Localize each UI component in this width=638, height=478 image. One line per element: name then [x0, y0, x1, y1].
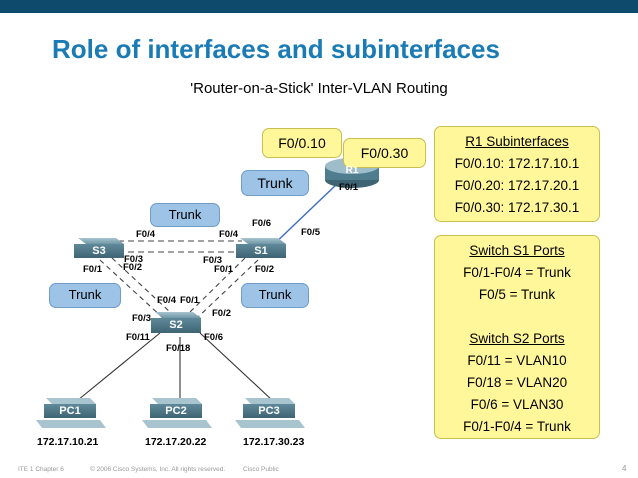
footer-copyright: © 2006 Cisco Systems, Inc. All rights re… — [90, 466, 226, 473]
port-assignment-line: F0/11 = VLAN10 — [467, 353, 567, 368]
port-label: F0/2 — [255, 264, 275, 275]
pc1-icon[interactable] — [36, 398, 106, 428]
port-label: F0/1 — [339, 182, 359, 193]
links-s1-s2 — [189, 257, 259, 319]
callout-label: F0/0.10 — [278, 135, 326, 151]
top-banner — [0, 0, 638, 13]
switch-s3-icon[interactable] — [74, 238, 124, 258]
port-label: F0/6 — [252, 218, 272, 229]
port-label: F0/3 — [124, 254, 144, 265]
switch-s2-icon[interactable] — [151, 312, 201, 333]
port-assignment-line: F0/1-F0/4 = Trunk — [463, 265, 571, 280]
port-label: F0/3 — [132, 313, 152, 324]
slide-title: Role of interfaces and subinterfaces — [52, 34, 500, 64]
r1-subinterfaces-box: R1 Subinterfaces F0/0.10: 172.17.10.1 F0… — [434, 126, 600, 222]
pc2-label: PC2 — [165, 405, 187, 417]
port-assignment-line: F0/5 = Trunk — [478, 287, 556, 302]
callout-label: Trunk — [257, 175, 293, 191]
pc1-label: PC1 — [59, 405, 81, 417]
router-r1-label: R1 — [345, 165, 359, 176]
spacer — [435, 306, 599, 328]
slide-subtitle: 'Router-on-a-Stick' Inter-VLAN Routing — [190, 80, 448, 97]
callout-label: F0/0.30 — [360, 145, 409, 161]
footer-classification: Cisco Public — [243, 466, 279, 473]
subinterface-f0-0-10-callout: F0/0.10 — [262, 128, 342, 158]
port-label: F0/4 — [219, 229, 239, 240]
footer-course-label: ITE 1 Chapter 6 — [18, 466, 64, 473]
pc2-ip-address: 172.17.20.22 — [145, 436, 207, 448]
pc3-label: PC3 — [258, 405, 280, 417]
port-label: F0/11 — [126, 332, 150, 343]
subinterface-line: F0/0.10: 172.17.10.1 — [454, 156, 580, 171]
port-assignment-line: F0/18 = VLAN20 — [466, 375, 568, 390]
switch-s3-label: S3 — [92, 245, 106, 257]
port-assignment-line: F0/6 = VLAN30 — [470, 397, 564, 412]
trunk-callout-r1: Trunk — [241, 170, 309, 196]
pc2-icon[interactable] — [142, 398, 212, 428]
port-label: F0/18 — [166, 343, 191, 354]
router-r1-icon[interactable] — [325, 158, 379, 188]
trunk-callout-s3-s1: Trunk — [150, 203, 220, 227]
subinterface-line: F0/0.30: 172.17.30.1 — [454, 200, 580, 215]
switch-s1-ports-heading: Switch S1 Ports — [469, 243, 565, 258]
switch-s2-ports-heading: Switch S2 Ports — [469, 331, 565, 346]
trunk-callout-s1-s2: Trunk — [241, 283, 309, 308]
port-label: F0/1 — [214, 264, 234, 275]
pc3-icon[interactable] — [235, 398, 305, 428]
port-label: F0/5 — [301, 227, 321, 238]
port-label: F0/4 — [157, 295, 177, 306]
pc3-ip-address: 172.17.30.23 — [243, 436, 305, 448]
port-assignment-line: F0/1-F0/4 = Trunk — [463, 419, 571, 434]
callout-label: Trunk — [68, 287, 102, 302]
port-label: F0/6 — [204, 332, 224, 343]
switch-ports-box: Switch S1 Ports F0/1-F0/4 = Trunk F0/5 =… — [434, 235, 600, 439]
links-s2-pcs — [77, 332, 273, 401]
r1-subinterfaces-heading: R1 Subinterfaces — [465, 134, 569, 149]
port-label: F0/1 — [180, 295, 200, 306]
switch-s1-label: S1 — [254, 245, 268, 257]
subinterface-f0-0-30-callout: F0/0.30 — [343, 138, 426, 168]
trunk-callout-s3-s2: Trunk — [49, 283, 121, 308]
switch-s2-label: S2 — [169, 319, 183, 331]
callout-label: Trunk — [168, 207, 202, 222]
port-label: F0/2 — [123, 262, 143, 273]
link-r1-s1 — [269, 182, 339, 249]
slide-page-number: 4 — [622, 464, 627, 473]
port-label: F0/3 — [203, 255, 223, 266]
port-label: F0/4 — [136, 229, 156, 240]
pc1-ip-address: 172.17.10.21 — [37, 436, 99, 448]
switch-s1-icon[interactable] — [236, 238, 286, 258]
links-s3-s2 — [99, 257, 171, 319]
subinterface-line: F0/0.20: 172.17.20.1 — [454, 178, 580, 193]
port-label: F0/2 — [212, 308, 232, 319]
port-label: F0/1 — [83, 264, 103, 275]
callout-label: Trunk — [258, 287, 292, 302]
